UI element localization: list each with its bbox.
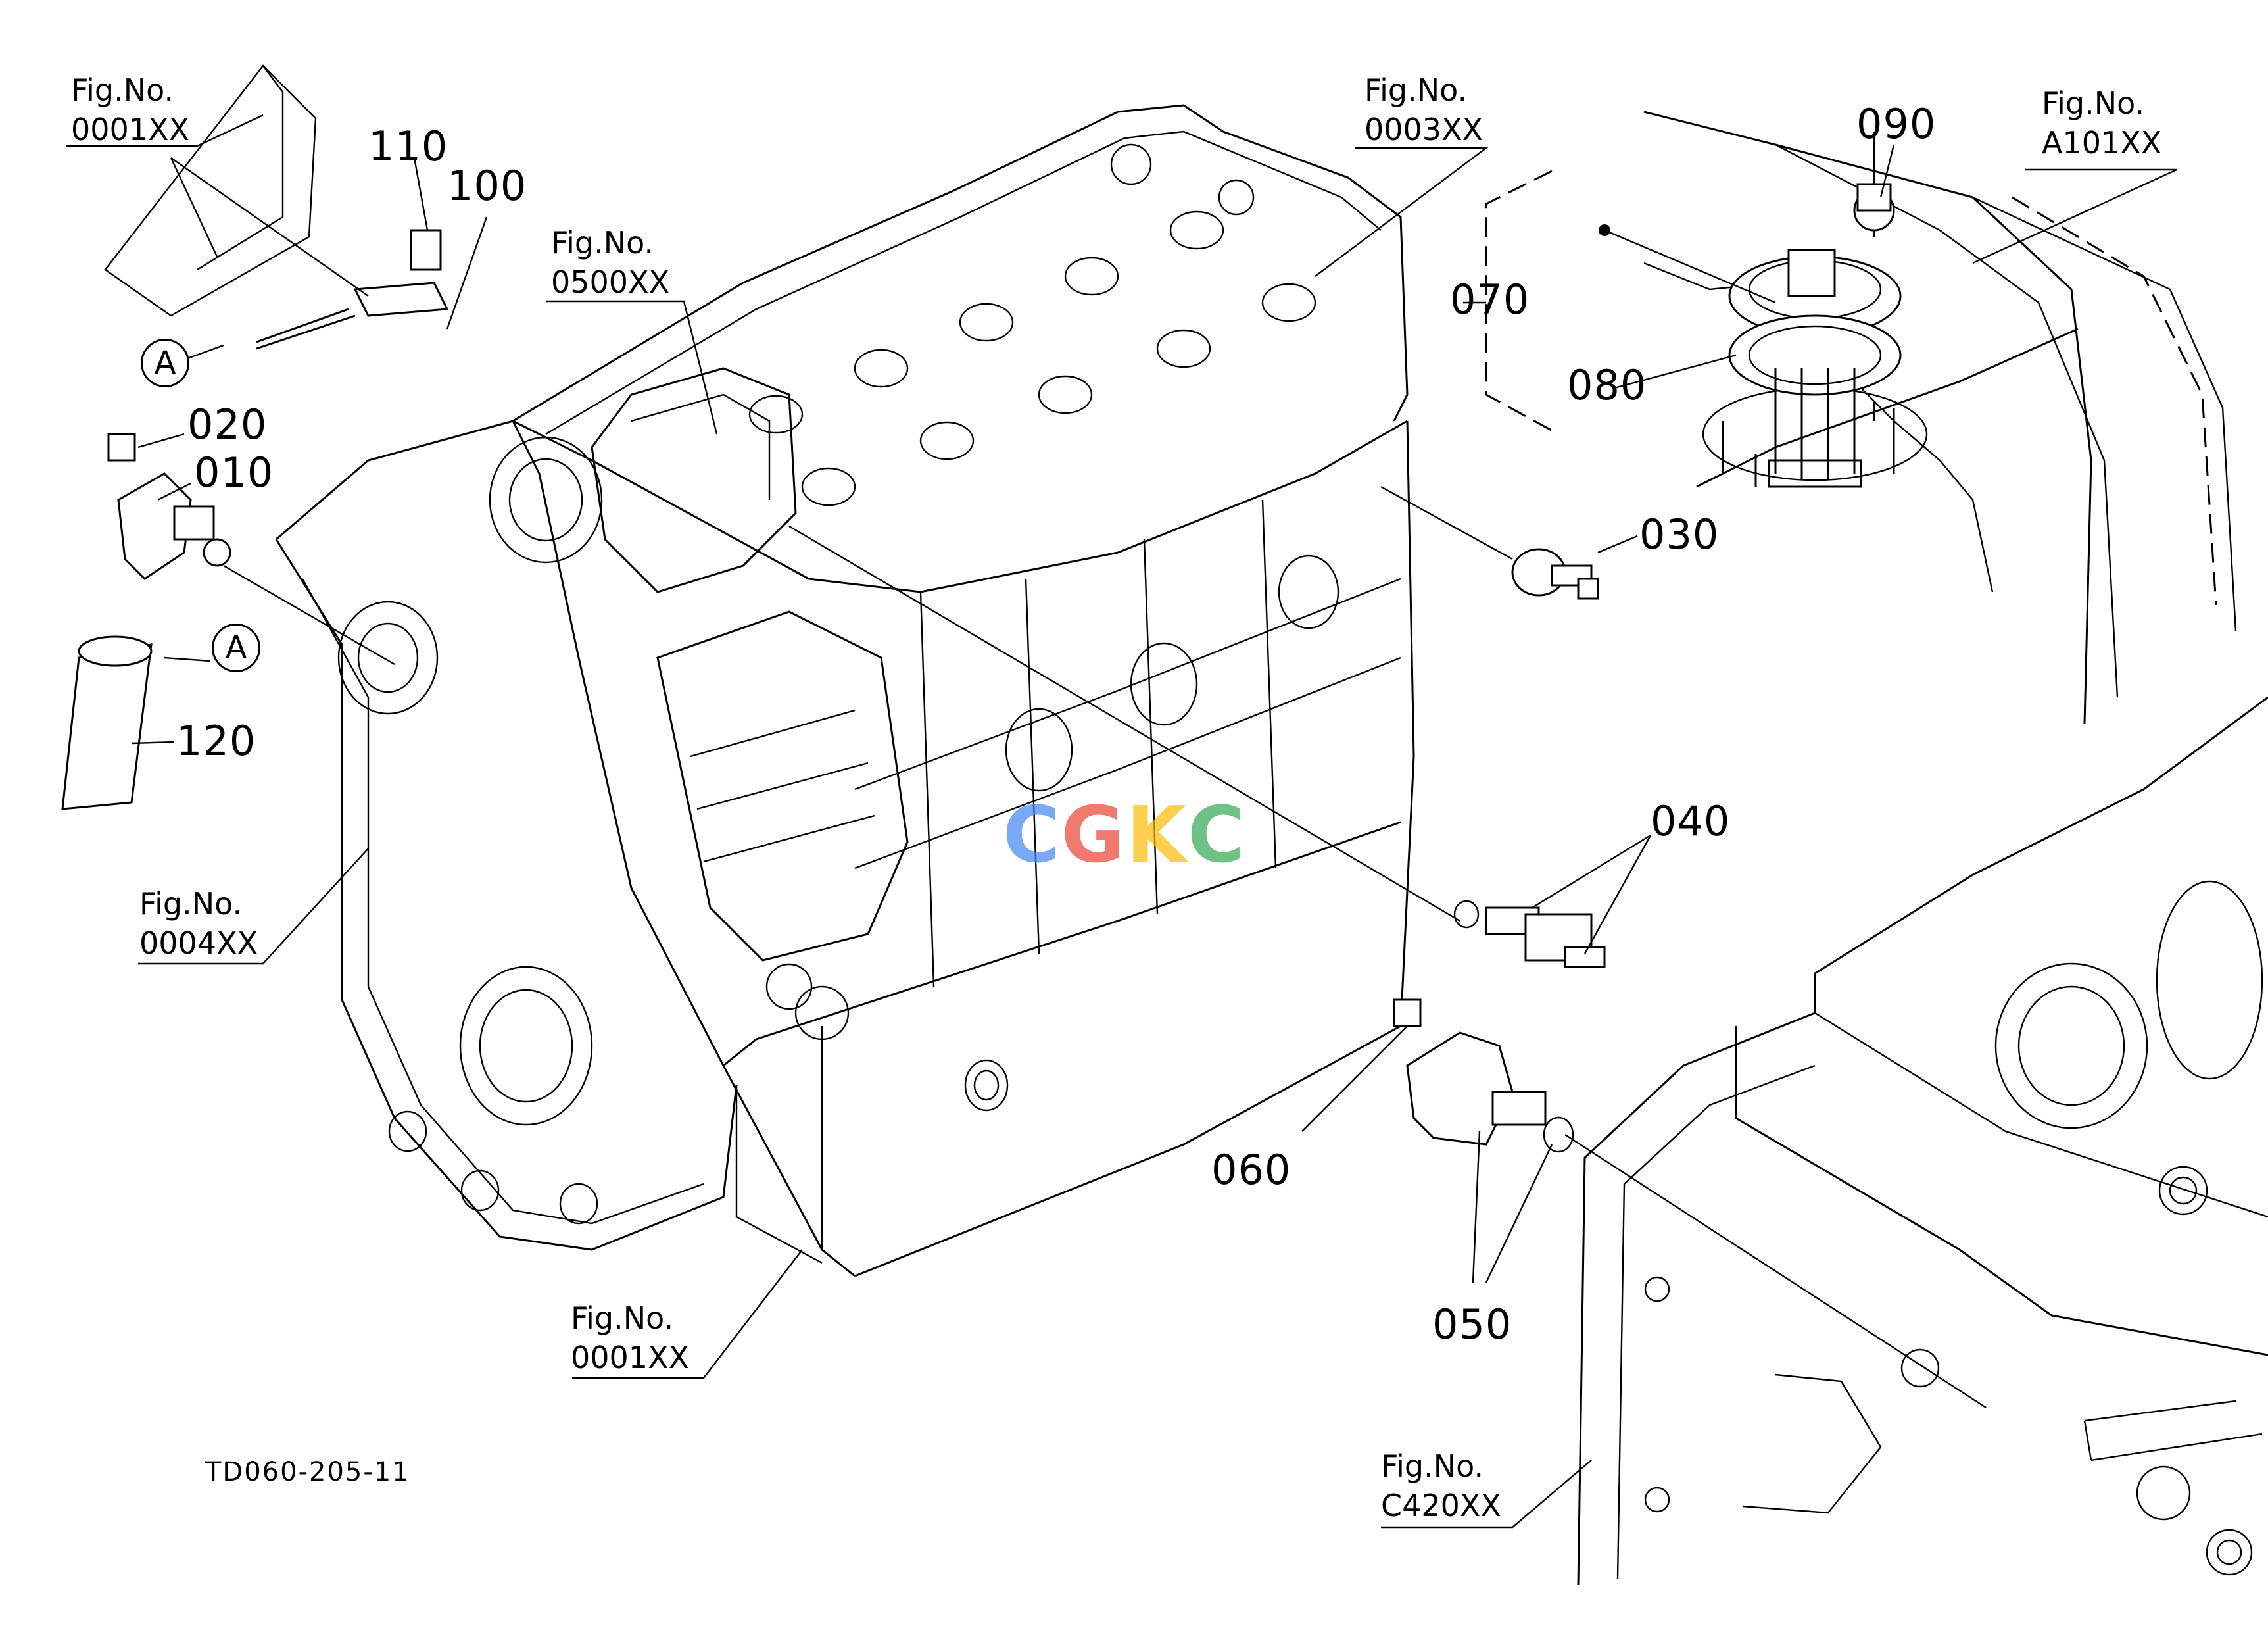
fig-ref-prefix: Fig.No. — [551, 225, 654, 260]
bracket-100-drawing — [104, 64, 449, 350]
switch-030-drawing — [1380, 485, 1599, 600]
sensor-010-drawing — [107, 433, 395, 666]
fig-ref-prefix: Fig.No. — [1381, 1448, 1484, 1484]
watermark-letter: G — [1061, 789, 1126, 880]
engine-block-drawing — [275, 104, 1415, 1277]
leader-lines — [66, 114, 2177, 1529]
fig-ref-number: 0500XX — [551, 264, 670, 300]
fig-ref-prefix: Fig.No. — [139, 886, 243, 922]
fig-ref-prefix: Fig.No. — [2042, 86, 2145, 121]
fig-ref-a101xx[interactable]: Fig.No. A101XX — [2042, 84, 2161, 163]
part-number-030[interactable]: 030 — [1639, 510, 1720, 558]
callout-a-upper[interactable]: A — [141, 339, 189, 387]
fig-ref-number: A101XX — [2042, 124, 2162, 160]
fig-ref-0500xx[interactable]: Fig.No. 0500XX — [551, 224, 669, 303]
part-number-040[interactable]: 040 — [1651, 797, 1731, 845]
fig-ref-prefix: Fig.No. — [1364, 72, 1468, 108]
watermark-letter: C — [1003, 789, 1061, 880]
fig-ref-number: 0001XX — [571, 1339, 690, 1375]
part-number-110[interactable]: 110 — [368, 122, 448, 170]
part-number-090[interactable]: 090 — [1856, 100, 1937, 148]
fuel-tank-drawing — [1643, 111, 2237, 724]
part-number-120[interactable]: 120 — [176, 717, 256, 765]
part-number-060[interactable]: 060 — [1211, 1146, 1291, 1194]
fig-ref-number: 0003XX — [1364, 111, 1484, 147]
cover-120-drawing — [61, 635, 153, 810]
fig-ref-0001xx-bottom[interactable]: Fig.No. 0001XX — [571, 1299, 689, 1378]
callout-a-lower[interactable]: A — [212, 624, 260, 672]
sensor-050-drawing — [1393, 998, 1987, 1409]
fig-ref-0004xx[interactable]: Fig.No. 0004XX — [139, 885, 258, 964]
watermark-letter: K — [1126, 789, 1188, 880]
watermark-letter: C — [1187, 789, 1246, 880]
fig-ref-0003xx[interactable]: Fig.No. 0003XX — [1364, 71, 1483, 150]
fig-ref-0001xx-top[interactable]: Fig.No. 0001XX — [71, 71, 189, 150]
part-number-080[interactable]: 080 — [1567, 361, 1647, 409]
fig-ref-number: 0001XX — [71, 111, 190, 147]
part-number-050[interactable]: 050 — [1432, 1300, 1512, 1348]
part-number-100[interactable]: 100 — [447, 162, 527, 210]
watermark-logo: CGKC — [1003, 789, 1246, 880]
fig-ref-number: 0004XX — [139, 925, 258, 961]
fig-ref-prefix: Fig.No. — [571, 1300, 674, 1336]
fig-ref-prefix: Fig.No. — [71, 72, 174, 108]
part-number-010[interactable]: 010 — [194, 449, 274, 497]
part-number-020[interactable]: 020 — [187, 401, 268, 449]
fuel-gauge-unit-drawing — [1599, 132, 1902, 488]
drawing-code: TD060-205-11 — [205, 1457, 410, 1487]
fig-ref-c420xx[interactable]: Fig.No. C420XX — [1381, 1447, 1501, 1526]
sensor-040-drawing — [788, 525, 1606, 968]
fig-ref-number: C420XX — [1381, 1487, 1501, 1523]
part-number-070[interactable]: 070 — [1450, 276, 1530, 324]
transmission-housing-drawing — [1577, 696, 2268, 1586]
